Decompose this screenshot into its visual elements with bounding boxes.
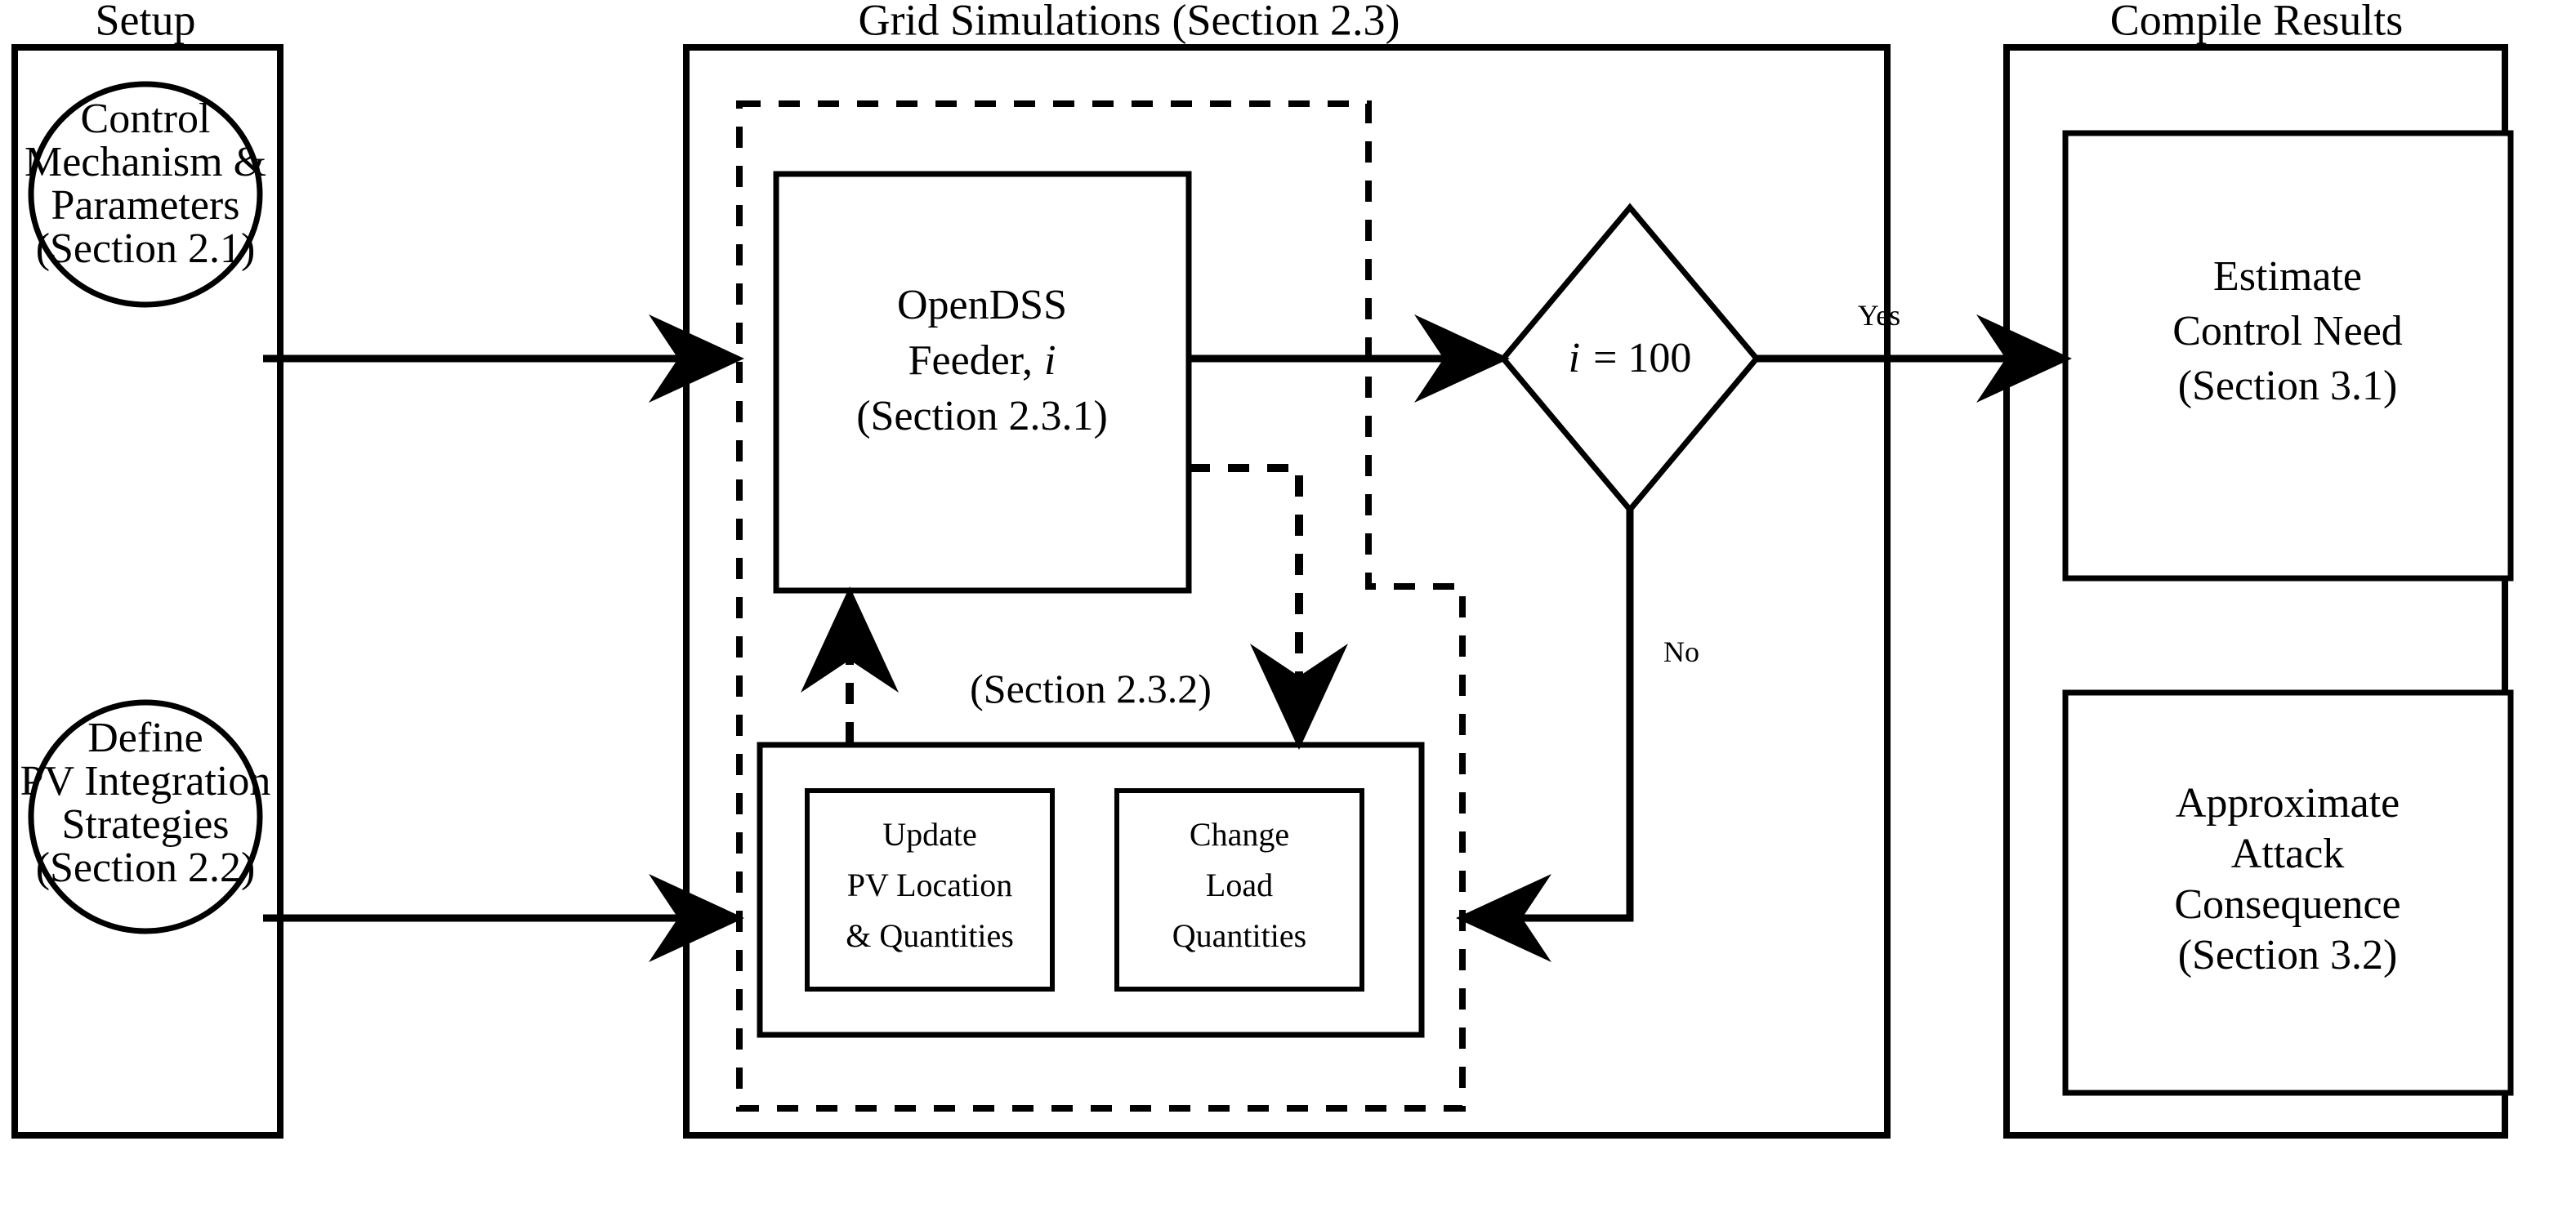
pv-integration-line-2: PV Integration <box>20 758 271 805</box>
update-pv-line-2: PV Location <box>847 867 1013 903</box>
estimate-line-3: (Section 3.1) <box>2178 363 2398 409</box>
opendss-index-var: i <box>1044 337 1056 384</box>
control-mechanism-line-2: Mechanism & <box>25 139 266 185</box>
node-pv-integration[interactable] <box>28 699 263 934</box>
approximate-line-1: Approximate <box>2176 780 2400 827</box>
control-mechanism-line-4: (Section 2.1) <box>36 225 256 272</box>
edge-decision-no-to-loop <box>1456 510 1634 962</box>
node-estimate-control-need[interactable] <box>2062 130 2514 582</box>
panel-setup <box>11 44 283 1139</box>
change-load-line-3: Quantities <box>1172 917 1306 954</box>
opendss-line-1: OpenDSS <box>897 282 1067 328</box>
change-load-line-2: Load <box>1206 867 1273 903</box>
loop-boundary-dashed <box>736 100 1466 1112</box>
control-mechanism-line-3: Parameters <box>51 182 239 229</box>
section-232-label: (Section 2.3.2) <box>970 666 1212 711</box>
pv-integration-line-4: (Section 2.2) <box>36 845 256 891</box>
estimate-line-2: Control Need <box>2172 308 2403 354</box>
decision-label: i = 100 <box>1569 335 1692 381</box>
approximate-line-2: Attack <box>2231 831 2345 877</box>
control-mechanism-line-1: Control <box>81 96 211 142</box>
panel-compile-results <box>2003 44 2508 1139</box>
decision-rest: = 100 <box>1593 335 1691 381</box>
approximate-line-3: Consequence <box>2174 881 2400 928</box>
edge-label-yes: Yes <box>1858 299 1900 332</box>
update-pv-line-1: Update <box>882 816 977 853</box>
edge-label-no: No <box>1663 635 1699 668</box>
edge-opendss-to-section232-dashed <box>1189 464 1348 750</box>
update-pv-line-3: & Quantities <box>846 917 1014 954</box>
panel-grid-simulations <box>683 44 1891 1139</box>
panel-title-grid: Grid Simulations (Section 2.3) <box>859 0 1400 44</box>
approximate-line-4: (Section 3.2) <box>2178 932 2398 978</box>
pv-integration-line-3: Strategies <box>61 801 229 848</box>
opendss-feeder-word: Feeder, <box>909 337 1033 384</box>
pv-integration-line-1: Define <box>87 715 203 761</box>
panel-title-compile: Compile Results <box>2110 0 2404 44</box>
decision-var: i <box>1569 335 1580 381</box>
opendss-line-2: Feeder,i <box>909 337 1056 384</box>
opendss-line-3: (Section 2.3.1) <box>856 393 1108 439</box>
node-control-mechanism[interactable] <box>28 81 263 308</box>
change-load-line-1: Change <box>1190 816 1289 853</box>
node-approximate-attack-consequence[interactable] <box>2062 689 2514 1096</box>
node-opendss-feeder[interactable] <box>773 171 1192 594</box>
node-update-pv[interactable] <box>805 788 1055 992</box>
estimate-line-1: Estimate <box>2213 253 2362 300</box>
node-change-load[interactable] <box>1114 788 1364 992</box>
panel-title-setup: Setup <box>95 0 195 44</box>
